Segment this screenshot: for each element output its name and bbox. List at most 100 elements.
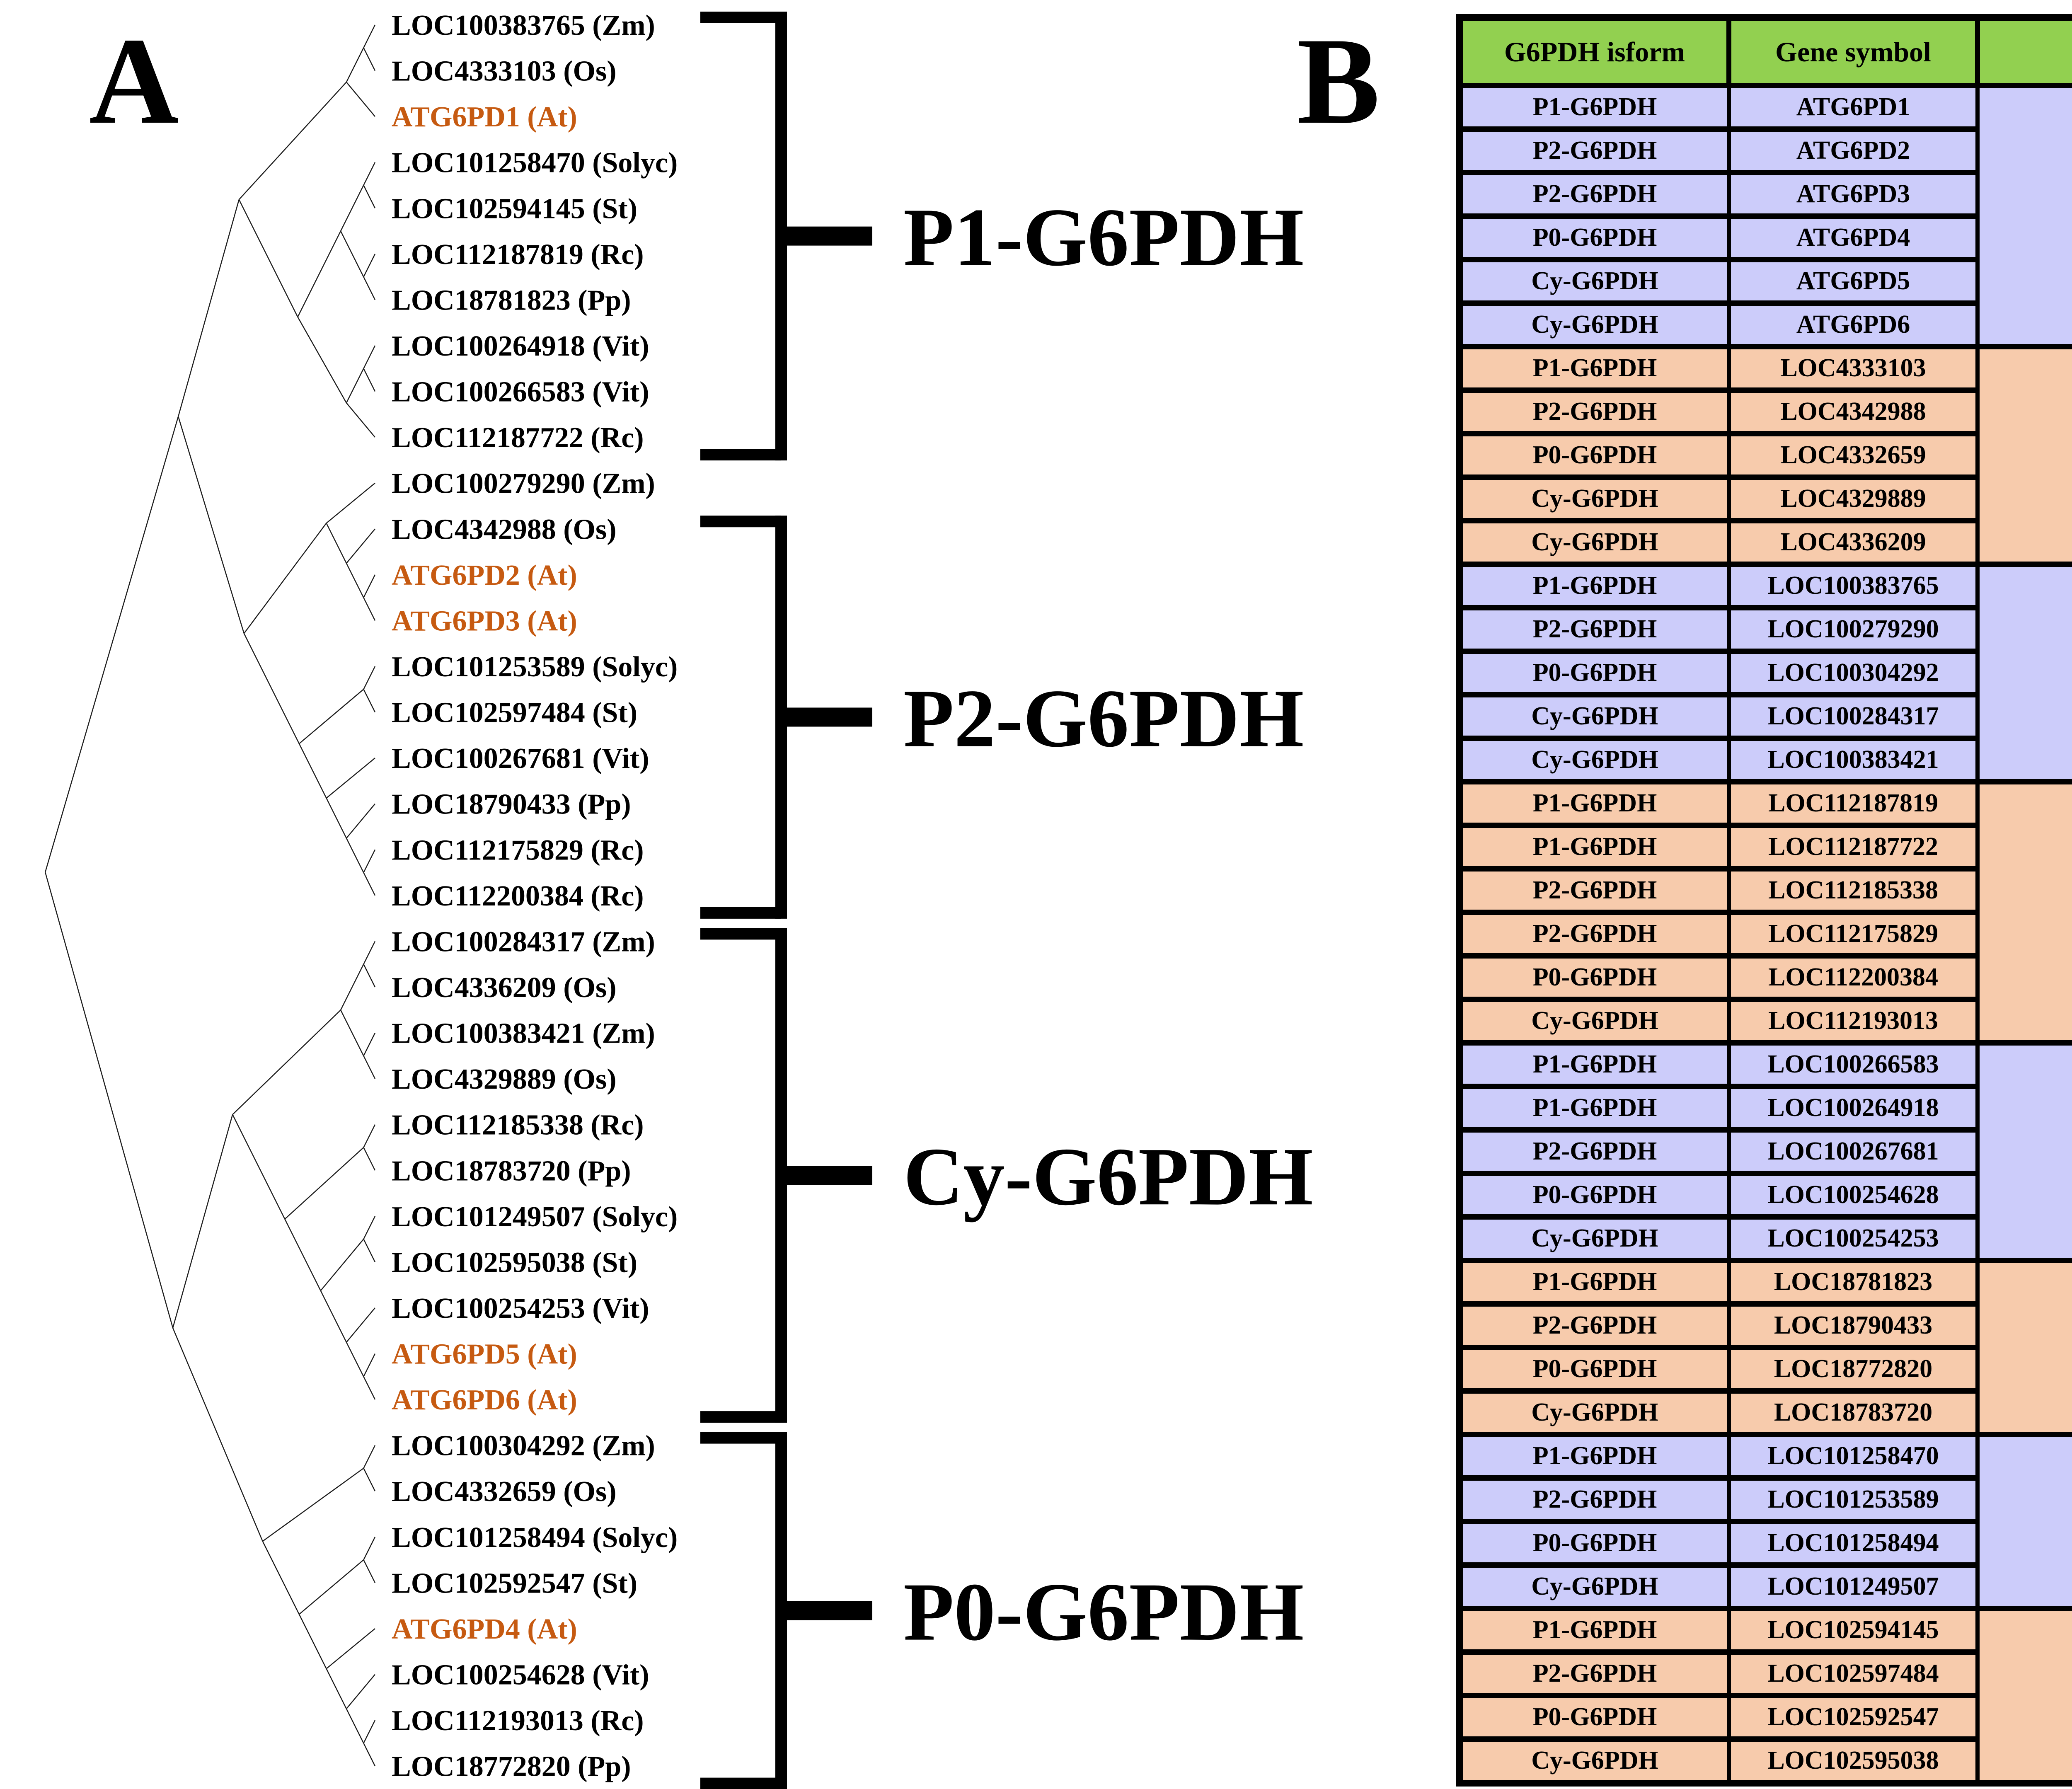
isoform-cell: P1-G6PDH <box>1457 1258 1731 1307</box>
tree-edge <box>340 964 364 1010</box>
tree-leaf-label: LOC18781823 (Pp) <box>392 284 631 316</box>
tree-edge <box>284 1147 364 1220</box>
tree-edge <box>363 162 376 186</box>
panel-a-label: A <box>89 12 179 150</box>
tree-leaf-label: LOC18783720 (Pp) <box>392 1155 631 1187</box>
gene-symbol-cell: LOC100383765 <box>1727 562 1980 610</box>
tree-edge <box>326 798 347 839</box>
gene-symbol-cell: LOC4336209 <box>1727 518 1980 567</box>
gene-symbol-cell: LOC18790433 <box>1727 1301 1980 1350</box>
clade-label: Cy-G6PDH <box>903 1131 1313 1223</box>
tree-edge <box>363 1376 376 1400</box>
tree-leaf-label: LOC100383765 (Zm) <box>392 10 655 41</box>
header-row: G6PDH isform Gene symbol Organism <box>1457 15 2072 88</box>
isoform-cell: P0-G6PDH <box>1457 1693 1731 1742</box>
isoform-cell: Cy-G6PDH <box>1457 1562 1731 1611</box>
tree-edge <box>346 82 375 117</box>
gene-symbol-cell: LOC4333103 <box>1727 344 1980 393</box>
isoform-cell: Cy-G6PDH <box>1457 257 1731 306</box>
isoform-cell: P1-G6PDH <box>1457 1606 1731 1655</box>
tree-leaf-label: LOC101253589 (Solyc) <box>392 651 678 683</box>
gene-symbol-cell: LOC112187819 <box>1727 779 1980 828</box>
tree-edge <box>346 368 364 403</box>
tree-edge <box>363 689 376 713</box>
tree-edge <box>363 24 376 48</box>
tree-leaf-label: LOC100284317 (Zm) <box>392 926 655 958</box>
isoform-cell: P2-G6PDH <box>1457 170 1731 219</box>
table-row: P1-G6PDHLOC4333103Oryza sativa Japonica … <box>1457 344 2072 567</box>
tree-edge <box>363 1055 376 1079</box>
gene-symbol-cell: LOC100383421 <box>1727 736 1980 784</box>
gene-symbol-cell: ATG6PD5 <box>1727 257 1980 306</box>
tree-leaf-label: LOC4333103 (Os) <box>392 56 617 87</box>
organism-cell: Oryza sativa Japonica Group (Japonica ri… <box>1975 344 2072 567</box>
tree-edge <box>346 47 364 82</box>
header-organism: Organism <box>1975 15 2072 88</box>
tree-leaf-label: LOC100279290 (Zm) <box>392 468 655 500</box>
tree-leaf-label: LOC100266583 (Vit) <box>392 376 649 408</box>
isoform-cell: P1-G6PDH <box>1457 1040 1731 1089</box>
tree-edge <box>320 1239 364 1291</box>
table-row: P1-G6PDHLOC18781823Prunus persica (Peach… <box>1457 1258 2072 1437</box>
tree-edge <box>346 803 375 839</box>
clade-label: P1-G6PDH <box>903 192 1304 283</box>
tree-leaf-label: LOC102594145 (St) <box>392 193 637 225</box>
header-gene-symbol: Gene symbol <box>1726 15 1980 88</box>
isoform-cell: Cy-G6PDH <box>1457 692 1731 741</box>
isoform-cell: Cy-G6PDH <box>1457 997 1731 1046</box>
gene-table: G6PDH isform Gene symbol Organism P1-G6P… <box>1456 14 2072 1787</box>
tree-leaf-label: LOC101258494 (Solyc) <box>392 1522 678 1554</box>
tree-edge <box>172 1327 263 1542</box>
gene-symbol-cell: ATG6PD3 <box>1727 170 1980 219</box>
tree-leaf-label: LOC18790433 (Pp) <box>392 789 631 821</box>
tree-edge <box>363 1445 376 1469</box>
gene-symbol-cell: LOC100267681 <box>1727 1127 1980 1176</box>
tree-leaf-label: LOC112200384 (Rc) <box>392 880 644 912</box>
isoform-cell: P0-G6PDH <box>1457 953 1731 1002</box>
gene-symbol-cell: ATG6PD6 <box>1727 300 1980 349</box>
tree-edge <box>363 1147 376 1171</box>
isoform-cell: P1-G6PDH <box>1457 779 1731 828</box>
gene-symbol-cell: LOC101249507 <box>1727 1562 1980 1611</box>
gene-symbol-cell: LOC4342988 <box>1727 387 1980 436</box>
table-row: P1-G6PDHATG6PD1Arabidopsis thaliana <box>1457 83 2072 349</box>
isoform-cell: P2-G6PDH <box>1457 910 1731 959</box>
tree-edge <box>172 1114 233 1328</box>
tree-edge <box>297 317 347 403</box>
tree-edge <box>177 416 245 634</box>
tree-leaf-label: LOC112187819 (Rc) <box>392 239 644 271</box>
tree-edge <box>363 1032 376 1056</box>
isoform-cell: P2-G6PDH <box>1457 1127 1731 1176</box>
gene-symbol-cell: LOC100304292 <box>1727 649 1980 697</box>
tree-leaf-label: LOC101258470 (Solyc) <box>392 147 678 179</box>
gene-symbol-cell: LOC101253589 <box>1727 1475 1980 1524</box>
tree-leaf-label: LOC101249507 (Solyc) <box>392 1201 678 1233</box>
isoform-cell: P2-G6PDH <box>1457 1475 1731 1524</box>
organism-cell: Arabidopsis thaliana <box>1975 83 2072 349</box>
organism-cell: Solanum tuberosum (Potato) <box>1975 1606 2072 1786</box>
tree-edge <box>297 231 341 317</box>
gene-symbol-cell: LOC100279290 <box>1727 605 1980 654</box>
tree-edge <box>363 964 376 988</box>
tree-edge <box>326 1628 375 1669</box>
gene-symbol-cell: LOC100264918 <box>1727 1084 1980 1133</box>
gene-symbol-cell: LOC100284317 <box>1727 692 1980 741</box>
gene-symbol-cell: ATG6PD1 <box>1727 83 1980 132</box>
tree-edge <box>326 1668 347 1709</box>
tree-edge <box>363 276 376 300</box>
tree-edge <box>363 597 376 621</box>
isoform-cell: P2-G6PDH <box>1457 126 1731 175</box>
isoform-cell: P0-G6PDH <box>1457 1171 1731 1220</box>
